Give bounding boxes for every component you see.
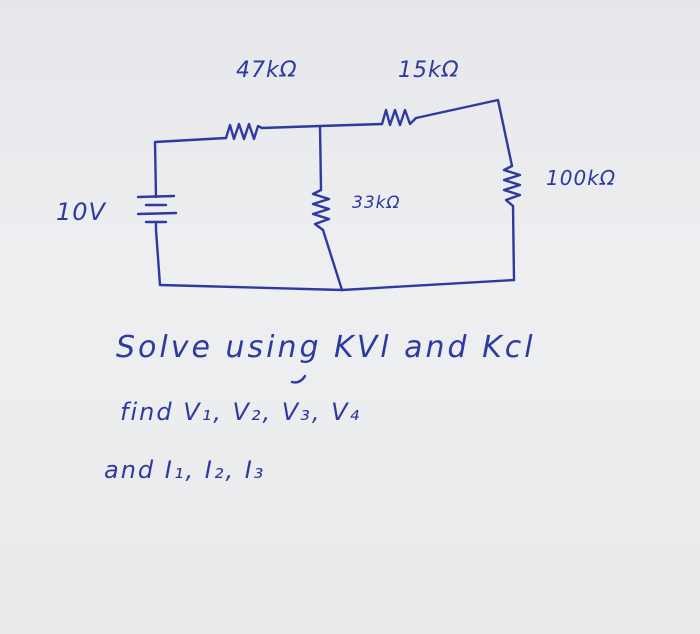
- ink-swash: [290, 374, 307, 384]
- wire-bottom: [154, 228, 516, 292]
- wire-top-right: [414, 98, 514, 168]
- resistor-r2-label: 15kΩ: [398, 58, 460, 83]
- resistor-r2-zigzag: [380, 108, 418, 127]
- resistor-r4-label: 100kΩ: [546, 166, 617, 190]
- resistor-r3-label: 33kΩ: [352, 193, 401, 213]
- wire-left-top: [153, 136, 228, 199]
- resistor-r3-zigzag: [311, 188, 331, 232]
- wire-right-down: [511, 204, 516, 282]
- wire-middle-down: [318, 124, 323, 192]
- voltage-source-label: 10V: [56, 198, 106, 226]
- wire-middle-lower: [321, 228, 344, 292]
- instruction-line-2: find V₁, V₂, V₃, V₄: [120, 398, 362, 426]
- resistor-r1-zigzag: [224, 122, 264, 141]
- resistor-r1-label: 47kΩ: [236, 58, 298, 83]
- battery-plate-1: [136, 194, 176, 199]
- battery-plate-3: [136, 211, 178, 216]
- instruction-line-1: Solve using KVl and Kcl: [116, 330, 536, 365]
- resistor-r4-zigzag: [502, 164, 522, 208]
- wire-top-middle: [260, 122, 384, 130]
- instruction-line-3: and I₁, I₂, I₃: [104, 456, 266, 484]
